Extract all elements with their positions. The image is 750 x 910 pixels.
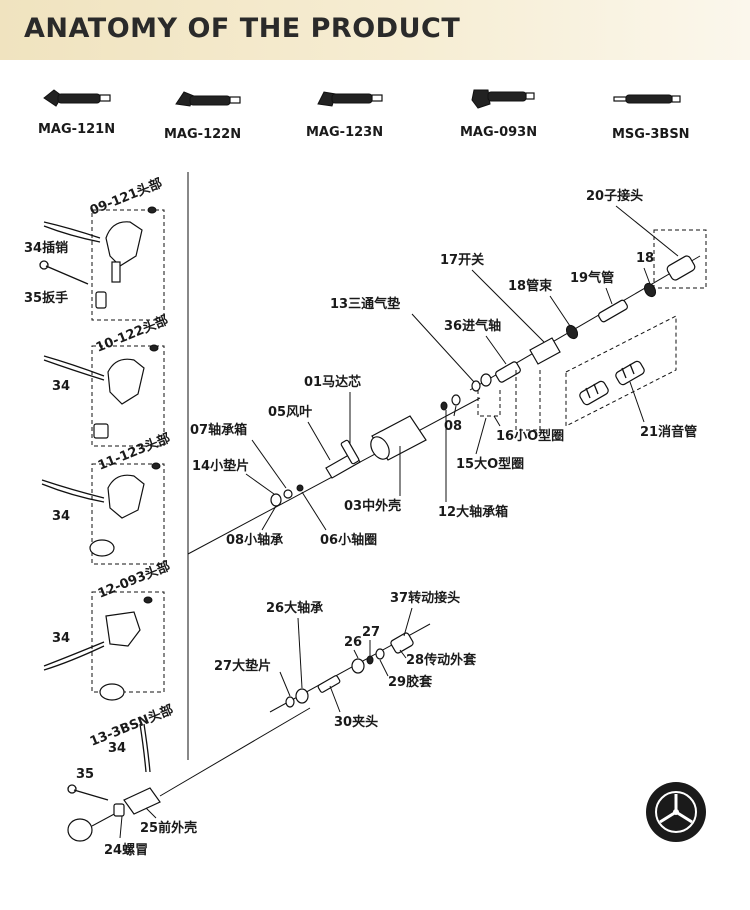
head-group-09: 09-121头部 — [88, 175, 165, 321]
part-label-37: 37转动接头 — [390, 590, 460, 606]
part-label-19: 19气管 — [570, 270, 614, 286]
part-label-16: 16小O型圈 — [496, 428, 564, 444]
motor-parts-icon — [270, 394, 461, 507]
part-label-06: 06小轴圈 — [320, 532, 377, 548]
part-label-26: 26大轴承 — [266, 600, 323, 616]
head-group-13: 13-3BSN头部 — [88, 702, 176, 750]
pin-34-icon — [43, 641, 105, 671]
part-label-34: 34 — [108, 741, 126, 756]
model-label: MAG-121N — [38, 122, 115, 137]
model-mag-093n: MAG-093N — [460, 89, 537, 140]
head-dashed-box — [91, 209, 165, 321]
model-mag-122n: MAG-122N — [164, 91, 241, 142]
part-label-01: 01马达芯 — [304, 374, 361, 390]
part-label-35: 35 — [76, 767, 94, 782]
part-label-25: 25前外壳 — [140, 820, 197, 836]
head-label: 12-093头部 — [96, 558, 173, 602]
page-title: ANATOMY OF THE PRODUCT — [24, 13, 461, 44]
head-label: 10-122头部 — [94, 312, 171, 356]
part-label-07: 07轴承箱 — [190, 422, 247, 438]
part-label-15: 15大O型圈 — [456, 456, 524, 472]
part-label-34: 34 — [52, 631, 70, 646]
part-label-18a: 18管束 — [508, 278, 553, 294]
part-label-13: 13三通气垫 — [330, 296, 400, 312]
part-label-12: 12大轴承箱 — [438, 504, 508, 520]
pin-34-icon — [43, 355, 105, 381]
part-label-18b: 18 — [636, 251, 654, 266]
model-msg-3bsn: MSG-3BSN — [612, 94, 690, 142]
part-label-34: 34 — [52, 509, 70, 524]
inlet-parts-icon — [471, 255, 696, 392]
wrench-35-icon — [67, 784, 109, 801]
part-label-08b: 08 — [444, 419, 462, 434]
model-label: MAG-122N — [164, 127, 241, 142]
part-label-26b: 26 — [344, 635, 362, 650]
oring-bracket — [477, 390, 501, 417]
muffler-21-icon — [579, 360, 645, 406]
header-banner: ANATOMY OF THE PRODUCT — [0, 0, 750, 60]
part-label-03: 03中外壳 — [344, 498, 401, 514]
head-group-10: 10-122头部 — [91, 312, 171, 447]
part-label-27b: 27大垫片 — [214, 658, 271, 674]
head-body-icon — [105, 221, 143, 267]
muffler-dashed-box — [565, 315, 677, 427]
part-label-34: 34插销 — [24, 240, 68, 256]
part-label-29: 29胶套 — [388, 674, 433, 690]
tool-icon-msg-3bsn — [613, 94, 681, 104]
part-label-35: 35扳手 — [24, 290, 68, 306]
head-body-icon — [107, 358, 145, 405]
head-dashed-box — [91, 591, 165, 693]
part-label-28: 28传动外套 — [406, 652, 477, 668]
part-label-14: 14小垫片 — [192, 458, 249, 474]
pin-34-icon — [139, 723, 151, 773]
tool-icon-mag-123n — [317, 91, 383, 107]
model-mag-121n: MAG-121N — [38, 89, 115, 137]
part-label-27a: 27 — [362, 625, 380, 640]
model-label: MAG-123N — [306, 125, 383, 140]
part-label-20: 20子接头 — [586, 188, 643, 204]
part-label-34: 34 — [52, 379, 70, 394]
tool-icon-mag-093n — [471, 89, 535, 109]
head-dashed-box — [91, 463, 165, 565]
tool-icon-mag-121n — [43, 89, 111, 107]
tool-icon-mag-122n — [175, 91, 241, 107]
part-label-05: 05风叶 — [268, 405, 312, 420]
part-label-17: 17开关 — [440, 252, 484, 268]
wrench-35-icon — [39, 260, 89, 285]
model-label: MAG-093N — [460, 125, 537, 140]
head-label: 13-3BSN头部 — [88, 702, 176, 750]
pin-34-icon — [41, 479, 105, 503]
part-label-21: 21消音管 — [640, 424, 697, 440]
part-label-08: 08小轴承 — [226, 532, 283, 548]
fitting-dashed-box — [653, 229, 707, 289]
pin-34-icon — [43, 221, 101, 243]
head-body-icon — [105, 611, 141, 647]
head-group-12: 12-093头部 — [91, 558, 173, 701]
part-label-30: 30夹头 — [334, 714, 378, 730]
part-label-24: 24螺冒 — [104, 842, 148, 858]
head-dashed-box — [91, 345, 165, 447]
exploded-diagram: MAG-121N MAG-122N MAG-123N MAG-093N — [24, 89, 707, 858]
oring-bracket — [515, 370, 541, 431]
part-label-36: 36进气轴 — [444, 318, 501, 334]
head-body-icon — [107, 474, 145, 519]
model-label: MSG-3BSN — [612, 127, 690, 142]
spindle-assembly-icon — [67, 707, 311, 842]
model-mag-123n: MAG-123N — [306, 91, 383, 140]
drive-parts-icon — [285, 632, 414, 708]
brand-seal-logo — [646, 782, 706, 842]
